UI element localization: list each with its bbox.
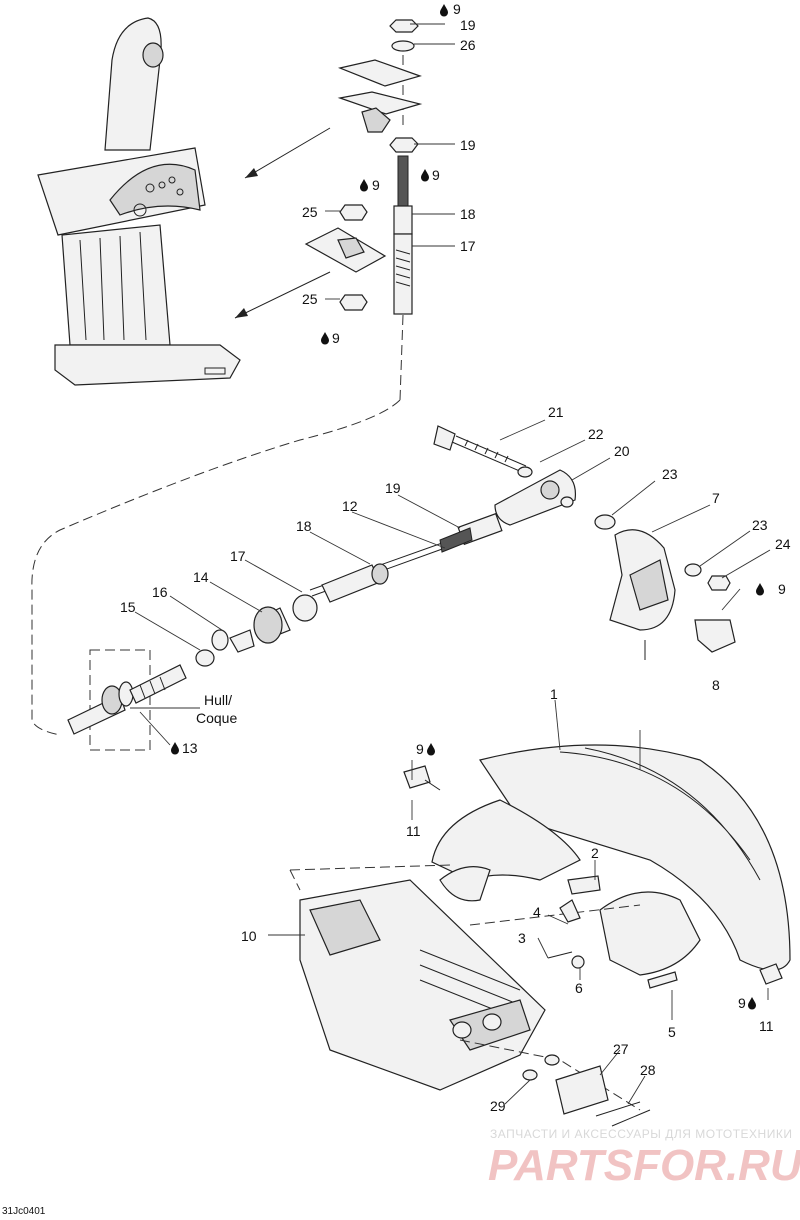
callout-12: 12 — [342, 498, 358, 514]
callout-8: 8 — [712, 677, 720, 693]
callout-20: 20 — [614, 443, 630, 459]
callout-28: 28 — [640, 1062, 656, 1078]
callout-4: 4 — [533, 904, 541, 920]
callout-3: 3 — [518, 930, 526, 946]
callout-11: 11 — [406, 823, 421, 839]
watermark-tagline: ЗАПЧАСТИ И АКСЕССУАРЫ ДЛЯ МОТОТЕХНИКИ — [490, 1127, 792, 1141]
callout-9: 9 — [432, 167, 440, 183]
callout-9: 9 — [372, 177, 380, 193]
arrow-lower — [234, 271, 331, 319]
callout-15: 15 — [120, 599, 136, 615]
callout-19: 19 — [385, 480, 401, 496]
hull-label: Hull/ — [204, 692, 232, 708]
hull-fitting — [67, 649, 187, 751]
callout-25: 25 — [302, 291, 318, 307]
callout-10: 10 — [241, 928, 257, 944]
callout-29: 29 — [490, 1098, 506, 1114]
callout-9: 9 — [453, 1, 461, 17]
watermark: ЗАПЧАСТИ И АКСЕССУАРЫ ДЛЯ МОТОТЕХНИКИ PA… — [488, 1127, 800, 1190]
callout-23: 23 — [662, 466, 678, 482]
callout-27: 27 — [613, 1041, 629, 1057]
callout-9: 9 — [738, 995, 746, 1011]
callout-2: 2 — [591, 845, 599, 861]
arrow-upper — [244, 127, 331, 179]
figure-code: 31Jc0401 — [2, 1206, 46, 1217]
callout-9: 9 — [778, 581, 786, 597]
leader-lines — [130, 23, 771, 1105]
callout-23: 23 — [752, 517, 768, 533]
cable-linkage — [195, 425, 736, 667]
callout-16: 16 — [152, 584, 168, 600]
callout-17: 17 — [230, 548, 246, 564]
callout-1: 1 — [550, 686, 558, 702]
callout-14: 14 — [193, 569, 209, 585]
callout-19: 19 — [460, 137, 476, 153]
throttle-lever-assembly — [37, 17, 241, 386]
callout-13: 13 — [182, 740, 198, 756]
cable-end-upper — [304, 19, 423, 401]
callout-25: 25 — [302, 204, 318, 220]
hull-label-french: Coque — [196, 710, 237, 726]
callouts: 9 19 26 19 9 9 25 18 17 25 9 21 22 20 19… — [120, 1, 791, 1114]
callout-17: 17 — [460, 238, 476, 254]
callout-18: 18 — [296, 518, 312, 534]
jet-deflector-assembly — [289, 744, 791, 1127]
callout-5: 5 — [668, 1024, 676, 1040]
callout-26: 26 — [460, 37, 476, 53]
callout-24: 24 — [775, 536, 791, 552]
callout-6: 6 — [575, 980, 583, 996]
callout-22: 22 — [588, 426, 604, 442]
callout-9: 9 — [332, 330, 340, 346]
callout-11: 11 — [759, 1018, 774, 1034]
watermark-logo: PARTSFOR.RU — [488, 1141, 800, 1190]
callout-7: 7 — [712, 490, 720, 506]
callout-19: 19 — [460, 17, 476, 33]
cable-route — [31, 399, 401, 736]
callout-18: 18 — [460, 206, 476, 222]
callout-21: 21 — [548, 404, 564, 420]
callout-9: 9 — [416, 741, 424, 757]
